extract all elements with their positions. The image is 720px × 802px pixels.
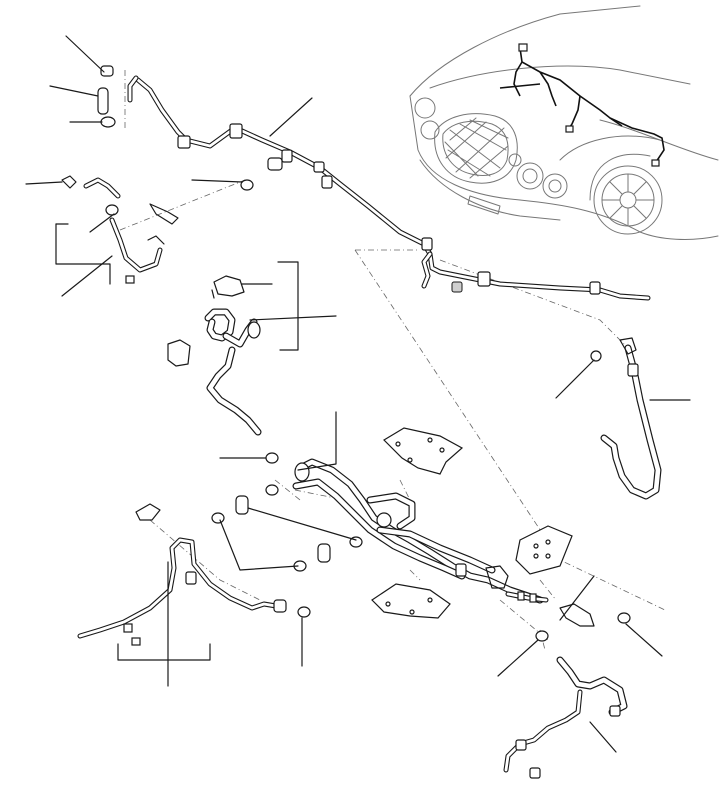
right-side-tube: [590, 337, 662, 500]
grouping-brackets: [55, 223, 299, 687]
vehicle-locator-illustration: [409, 5, 719, 240]
assembly-reference-lines: [119, 70, 666, 651]
upper-harness-tube: [127, 75, 651, 301]
top-left-clips-and-grommets: [61, 65, 254, 284]
bottom-right-tube: [503, 603, 631, 779]
lower-tube-assembly: [292, 458, 549, 604]
protective-plates: [371, 427, 573, 619]
vehicle-harness-highlight: [499, 43, 665, 167]
leader-lines: [25, 35, 691, 753]
front-left-harness: [77, 537, 287, 646]
engine-bay-harness: [167, 275, 279, 464]
